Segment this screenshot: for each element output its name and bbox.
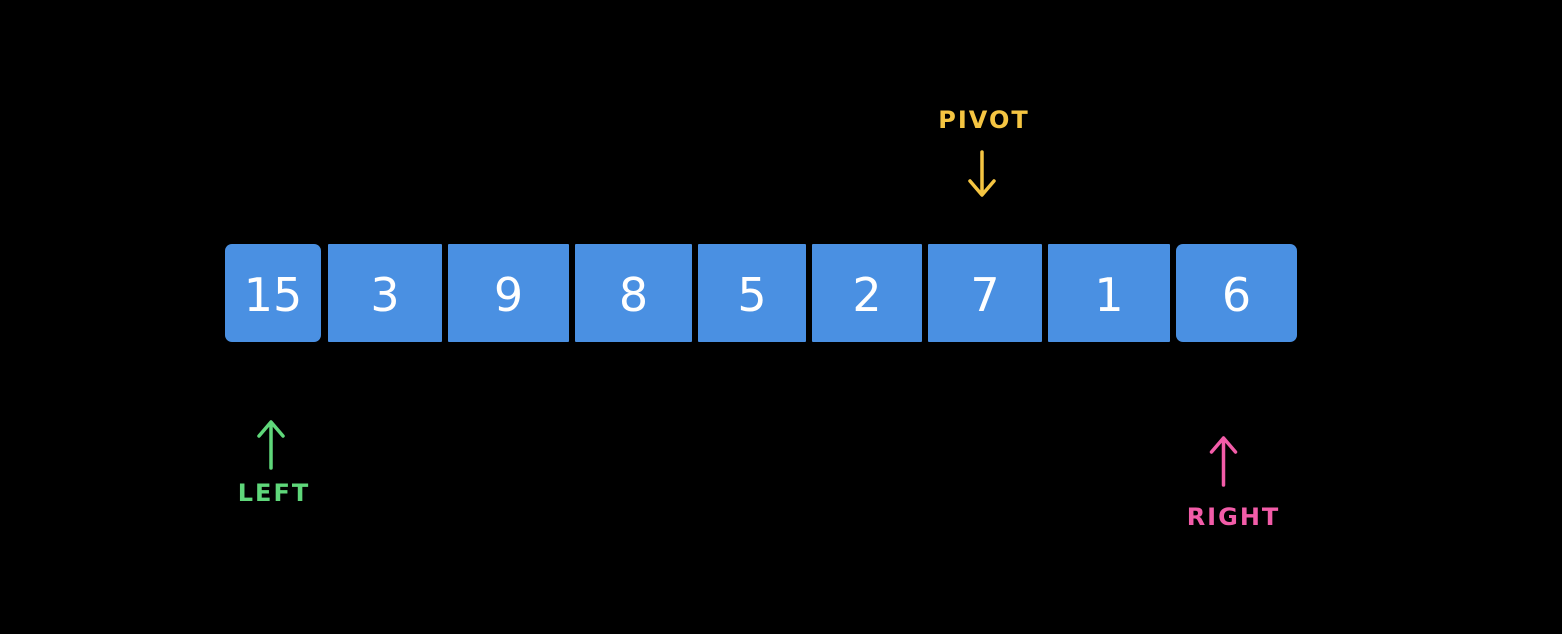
right-label: RIGHT — [1187, 503, 1281, 531]
left-label: LEFT — [238, 479, 310, 507]
array-cell-box — [575, 244, 692, 342]
array-cell-value: 2 — [852, 268, 881, 322]
array-cell: 1 — [1048, 244, 1170, 342]
left-arrow-up-icon — [257, 420, 285, 470]
array-cell: 15 — [225, 244, 321, 342]
array-cell-value: 15 — [244, 268, 303, 322]
array: 15 3 9 8 5 2 7 1 6 — [225, 244, 1297, 342]
array-cell-box — [448, 244, 569, 342]
array-cell-value: 6 — [1222, 268, 1251, 322]
array-cell-value: 3 — [370, 268, 399, 322]
array-cell: 6 — [1176, 244, 1297, 342]
array-cell-box — [812, 244, 922, 342]
array-cell-value: 7 — [970, 268, 999, 322]
left-marker: LEFT — [238, 420, 310, 507]
array-cell: 9 — [448, 244, 569, 342]
array-cell-value: 8 — [619, 268, 648, 322]
array-cell-value: 5 — [737, 268, 766, 322]
array-cell: 8 — [575, 244, 692, 342]
pivot-marker: PIVOT — [938, 106, 1029, 197]
array-cell-box — [928, 244, 1042, 342]
array-cell-box — [328, 244, 442, 342]
right-arrow-up-icon — [1209, 436, 1238, 487]
array-cell-value: 1 — [1094, 268, 1123, 322]
array-cell: 7 — [928, 244, 1042, 342]
array-cell-box — [1176, 244, 1297, 342]
array-cell: 2 — [812, 244, 922, 342]
right-marker: RIGHT — [1187, 436, 1281, 531]
array-cell-box — [225, 244, 321, 342]
pivot-label: PIVOT — [938, 106, 1029, 134]
array-cell-box — [698, 244, 806, 342]
pivot-arrow-down-icon — [968, 150, 996, 197]
array-cell-box — [1048, 244, 1170, 342]
array-cell-value: 9 — [494, 268, 523, 322]
array-cell: 3 — [328, 244, 442, 342]
array-cell: 5 — [698, 244, 806, 342]
